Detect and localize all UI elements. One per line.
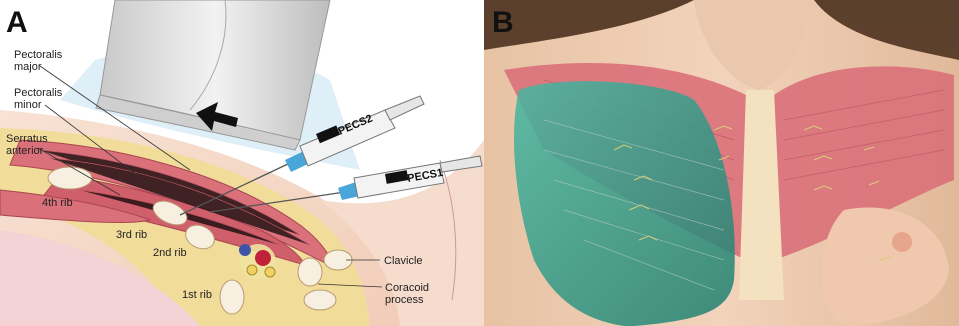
rib-4 [48, 167, 92, 189]
panel-b-letter: B [492, 6, 514, 39]
label-serratus-anterior-line2: anterior [6, 145, 44, 157]
label-pectoralis-minor-line2: minor [14, 99, 42, 111]
panel-b: B [484, 0, 959, 326]
label-rib-2: 2nd rib [153, 247, 187, 259]
label-serratus-anterior-line1: Serratus [6, 133, 48, 145]
label-pectoralis-major-line1: Pectoralis [14, 49, 63, 61]
label-rib-1: 1st rib [182, 289, 212, 301]
coracoid-process [298, 258, 322, 286]
panel-a-letter: A [6, 6, 28, 39]
nipple [892, 232, 912, 252]
label-pectoralis-minor-line1: Pectoralis [14, 87, 63, 99]
label-pectoralis-major-line2: major [14, 61, 42, 73]
label-rib-4: 4th rib [42, 197, 73, 209]
ultrasound-probe [96, 0, 330, 150]
rib-1 [220, 280, 244, 314]
label-clavicle: Clavicle [384, 255, 423, 267]
label-rib-3: 3rd rib [116, 229, 147, 241]
panel-b-illustration: B [484, 0, 959, 326]
label-coracoid-line2: process [385, 294, 424, 306]
panel-a: PECS2 PECS1 A Pectoralis major Pectorali… [0, 0, 484, 326]
label-coracoid-line1: Coracoid [385, 282, 429, 294]
panel-a-illustration: PECS2 PECS1 A Pectoralis major Pectorali… [0, 0, 484, 326]
